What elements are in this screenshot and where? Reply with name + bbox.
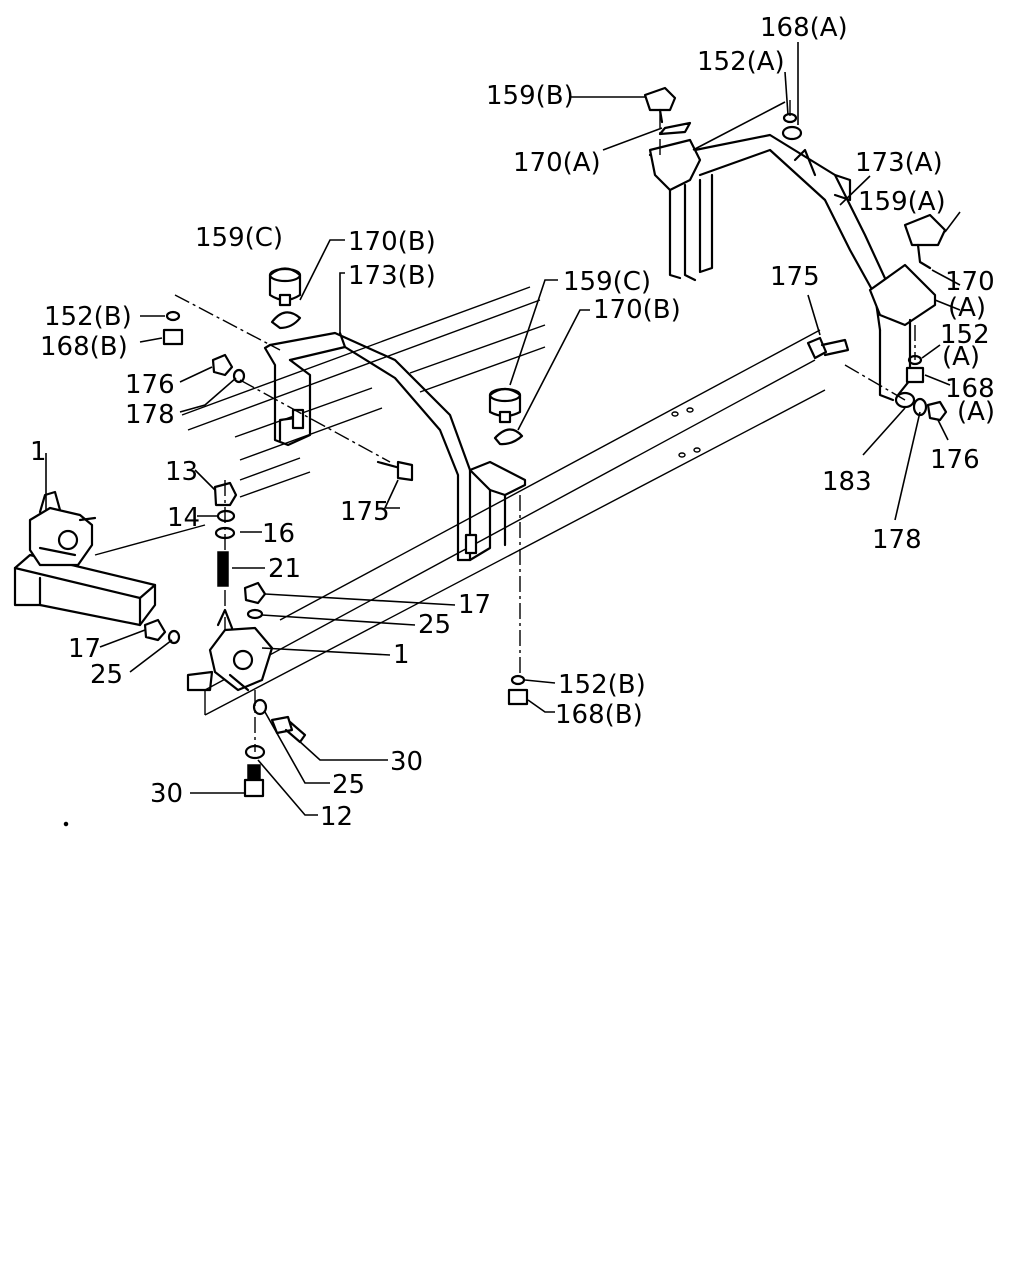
callout-173a: 173(A) bbox=[855, 148, 943, 178]
callout-25-right: 25 bbox=[418, 610, 451, 640]
callout-1-top: 1 bbox=[30, 437, 47, 467]
callout-25-bottom: 25 bbox=[332, 770, 365, 800]
callout-175-left: 175 bbox=[340, 497, 390, 527]
callout-178-right: 178 bbox=[872, 525, 922, 555]
callout-168a-top: 168(A) bbox=[760, 13, 848, 43]
callout-17-right: 17 bbox=[458, 590, 491, 620]
callout-13: 13 bbox=[165, 457, 198, 487]
callout-168b-left: 168(B) bbox=[40, 332, 128, 362]
callout-176-left: 176 bbox=[125, 370, 175, 400]
assembly-lines bbox=[174, 100, 916, 752]
callout-170b-mid: 170(B) bbox=[593, 295, 681, 325]
callout-170a-top: 170(A) bbox=[513, 148, 601, 178]
leader-lines bbox=[45, 42, 961, 816]
callout-17-left: 17 bbox=[68, 634, 101, 664]
callout-30-right: 30 bbox=[390, 747, 423, 777]
callout-175-right: 175 bbox=[770, 262, 820, 292]
callout-159b: 159(B) bbox=[486, 81, 574, 111]
callout-14: 14 bbox=[167, 503, 200, 533]
callout-170-right: 170 bbox=[945, 267, 995, 297]
callout-173b: 173(B) bbox=[348, 261, 436, 291]
callout-16: 16 bbox=[262, 519, 295, 549]
tank-band-173b bbox=[263, 331, 527, 562]
callout-12: 12 bbox=[320, 802, 353, 832]
cushion-159a bbox=[903, 213, 947, 247]
callout-159a: 159(A) bbox=[858, 187, 946, 217]
callout-152a-top: 152(A) bbox=[697, 47, 785, 77]
frame-rails bbox=[94, 286, 826, 716]
callout-30-left: 30 bbox=[150, 779, 183, 809]
callout-152-right: 152 bbox=[940, 320, 990, 350]
callout-168-right-a: (A) bbox=[957, 397, 995, 427]
callout-159c-mid: 159(C) bbox=[563, 267, 651, 297]
callout-1-mid: 1 bbox=[393, 640, 410, 670]
callout-152b-bottom: 152(B) bbox=[558, 670, 646, 700]
hardware bbox=[143, 86, 948, 798]
callout-159c-left: 159(C) bbox=[195, 223, 283, 253]
callout-183: 183 bbox=[822, 467, 872, 497]
tank-band-173a bbox=[648, 133, 937, 402]
callout-152-right-a: (A) bbox=[942, 342, 980, 372]
stray-mark bbox=[63, 821, 69, 827]
mount-bracket-lower bbox=[186, 608, 274, 692]
callout-25-left: 25 bbox=[90, 660, 123, 690]
callout-152b-left: 152(B) bbox=[44, 302, 132, 332]
callout-labels: 168(A) 152(A) 159(B) 170(A) 173(A) 159(A… bbox=[30, 13, 995, 832]
callout-168b-bottom: 168(B) bbox=[555, 700, 643, 730]
callout-176-right: 176 bbox=[930, 445, 980, 475]
callout-168-right: 168 bbox=[945, 374, 995, 404]
cushion-159b bbox=[643, 86, 677, 112]
left-crossmember bbox=[13, 553, 157, 627]
callout-170-right-a: (A) bbox=[948, 293, 986, 323]
callout-21: 21 bbox=[268, 554, 301, 584]
callout-178-left: 178 bbox=[125, 400, 175, 430]
mount-bracket-top bbox=[28, 490, 97, 567]
callout-170b-left: 170(B) bbox=[348, 227, 436, 257]
